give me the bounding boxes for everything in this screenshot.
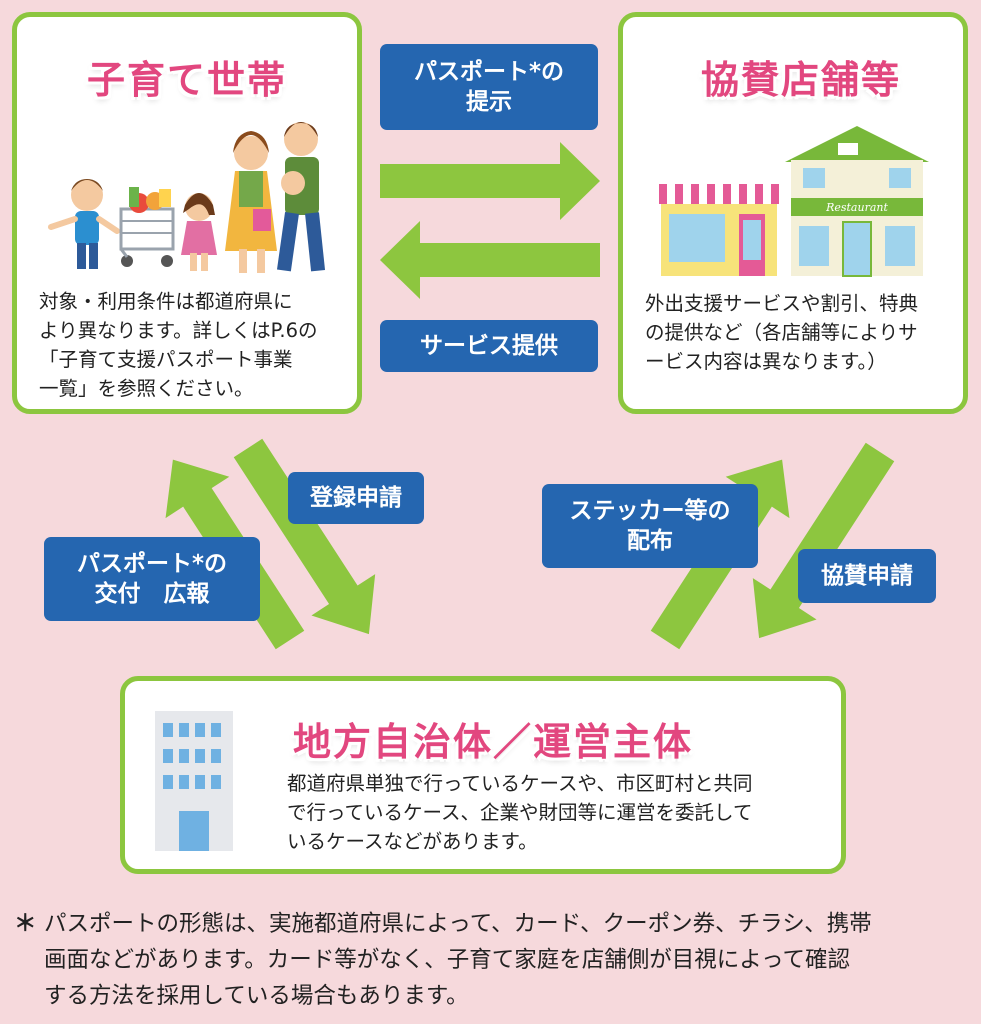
stores-illustration: Restaurant — [659, 126, 929, 277]
desc-line: 一覧」を参照ください。 — [39, 377, 254, 400]
label-passport-issue: パスポート*の 交付 広報 — [44, 537, 260, 621]
desc-line: ービス内容は異なります。） — [645, 350, 887, 373]
arrow-to-stores — [380, 142, 600, 220]
restaurant-building: Restaurant — [785, 126, 929, 277]
label-line: サービス提供 — [420, 333, 558, 359]
label-line: 交付 広報 — [94, 581, 210, 607]
label-line: パスポート*の — [76, 551, 228, 577]
desc-line: より異なります。詳しくはP.6の — [39, 319, 318, 342]
label-sticker: ステッカー等の 配布 — [542, 484, 758, 568]
arrow-stores-to-gov — [752, 442, 895, 639]
footnote: ＊ パスポートの形態は、実施都道府県によって、カード、クーポン券、チラシ、携帯 … — [14, 906, 974, 1014]
stores-box: 協賛店舗等 Restaurant — [618, 12, 968, 414]
government-box: 地方自治体／運営主体 都道府県単独で行っているケースや、市区町村と共同 で行って… — [120, 676, 846, 874]
household-title: 子育て世帯 — [87, 58, 288, 102]
stores-title: 協賛店舗等 — [701, 58, 902, 102]
shop-building — [659, 184, 779, 276]
household-box: 子育て世帯 — [12, 12, 362, 414]
arrow-household-to-gov — [233, 438, 376, 635]
label-sponsor: 協賛申請 — [798, 549, 936, 603]
desc-line: で行っているケース、企業や財団等に運営を委託して — [287, 801, 753, 824]
household-desc: 対象・利用条件は都道府県に より異なります。詳しくはP.6の 「子育て支援パスポ… — [39, 287, 318, 403]
father-figure — [276, 122, 326, 272]
arrow-to-household — [380, 221, 600, 299]
desc-line: 都道府県単独で行っているケースや、市区町村と共同 — [287, 772, 753, 795]
restaurant-sign: Restaurant — [825, 201, 888, 214]
shopping-cart — [119, 187, 175, 267]
boy-figure — [48, 179, 120, 269]
desc-line: 外出支援サービスや割引、特典 — [645, 292, 919, 315]
footnote-line: する方法を採用している場合もあります。 — [44, 983, 469, 1009]
desc-line: 対象・利用条件は都道府県に — [39, 290, 293, 313]
desc-line: の提供など（各店舗等によりサ — [645, 321, 918, 344]
label-line: パスポート*の — [413, 59, 565, 85]
girl-figure — [181, 193, 217, 271]
footnote-line: 画面などがあります。カード等がなく、子育て家庭を店舗側が目視によって確認 — [44, 947, 850, 973]
label-register: 登録申請 — [288, 472, 424, 524]
label-line: 協賛申請 — [821, 563, 913, 589]
mother-figure — [225, 131, 277, 273]
label-line: 提示 — [466, 89, 512, 115]
label-line: ステッカー等の — [569, 498, 731, 524]
label-line: 配布 — [627, 528, 673, 554]
government-desc: 都道府県単独で行っているケースや、市区町村と共同 で行っているケース、企業や財団… — [287, 769, 752, 856]
family-illustration — [48, 122, 326, 273]
footnote-mark: ＊ — [14, 911, 37, 937]
label-service: サービス提供 — [380, 320, 598, 372]
desc-line: いるケースなどがあります。 — [287, 830, 538, 853]
stores-desc: 外出支援サービスや割引、特典 の提供など（各店舗等によりサ ービス内容は異なりま… — [645, 289, 918, 376]
office-building-icon — [155, 711, 233, 851]
footnote-line: パスポートの形態は、実施都道府県によって、カード、クーポン券、チラシ、携帯 — [44, 911, 872, 937]
government-title: 地方自治体／運営主体 — [293, 720, 694, 764]
label-passport-show: パスポート*の 提示 — [380, 44, 598, 130]
label-line: 登録申請 — [310, 485, 402, 511]
desc-line: 「子育て支援パスポート事業 — [39, 348, 293, 371]
